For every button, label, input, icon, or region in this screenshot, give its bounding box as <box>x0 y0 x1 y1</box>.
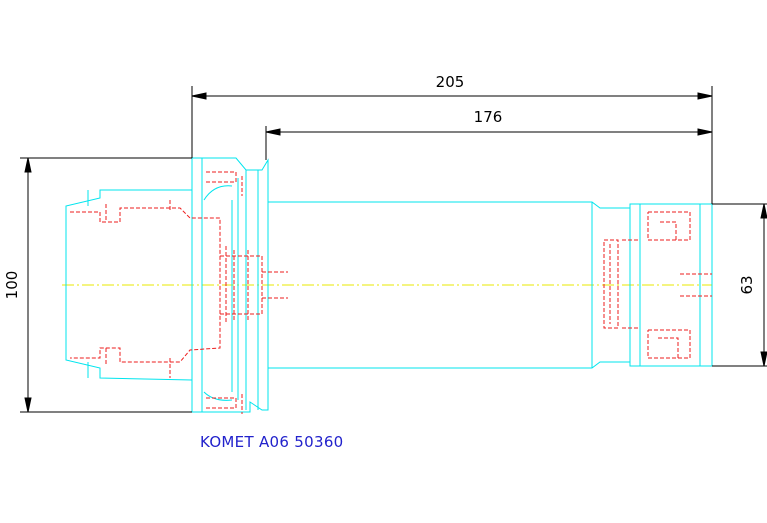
dim-front-diameter: 63 <box>738 275 756 294</box>
flange-outline <box>191 157 269 413</box>
shank-outline <box>268 201 630 209</box>
dim-shank-length: 176 <box>474 108 503 126</box>
hidden-lines <box>70 171 712 414</box>
taper-outline <box>65 189 193 381</box>
front-body <box>629 203 713 367</box>
tool-outline <box>65 157 713 413</box>
dimension-lines <box>20 86 767 413</box>
part-number-caption: KOMET A06 50360 <box>200 433 344 451</box>
dim-overall-length: 205 <box>436 73 465 91</box>
dim-flange-diameter: 100 <box>3 271 21 300</box>
